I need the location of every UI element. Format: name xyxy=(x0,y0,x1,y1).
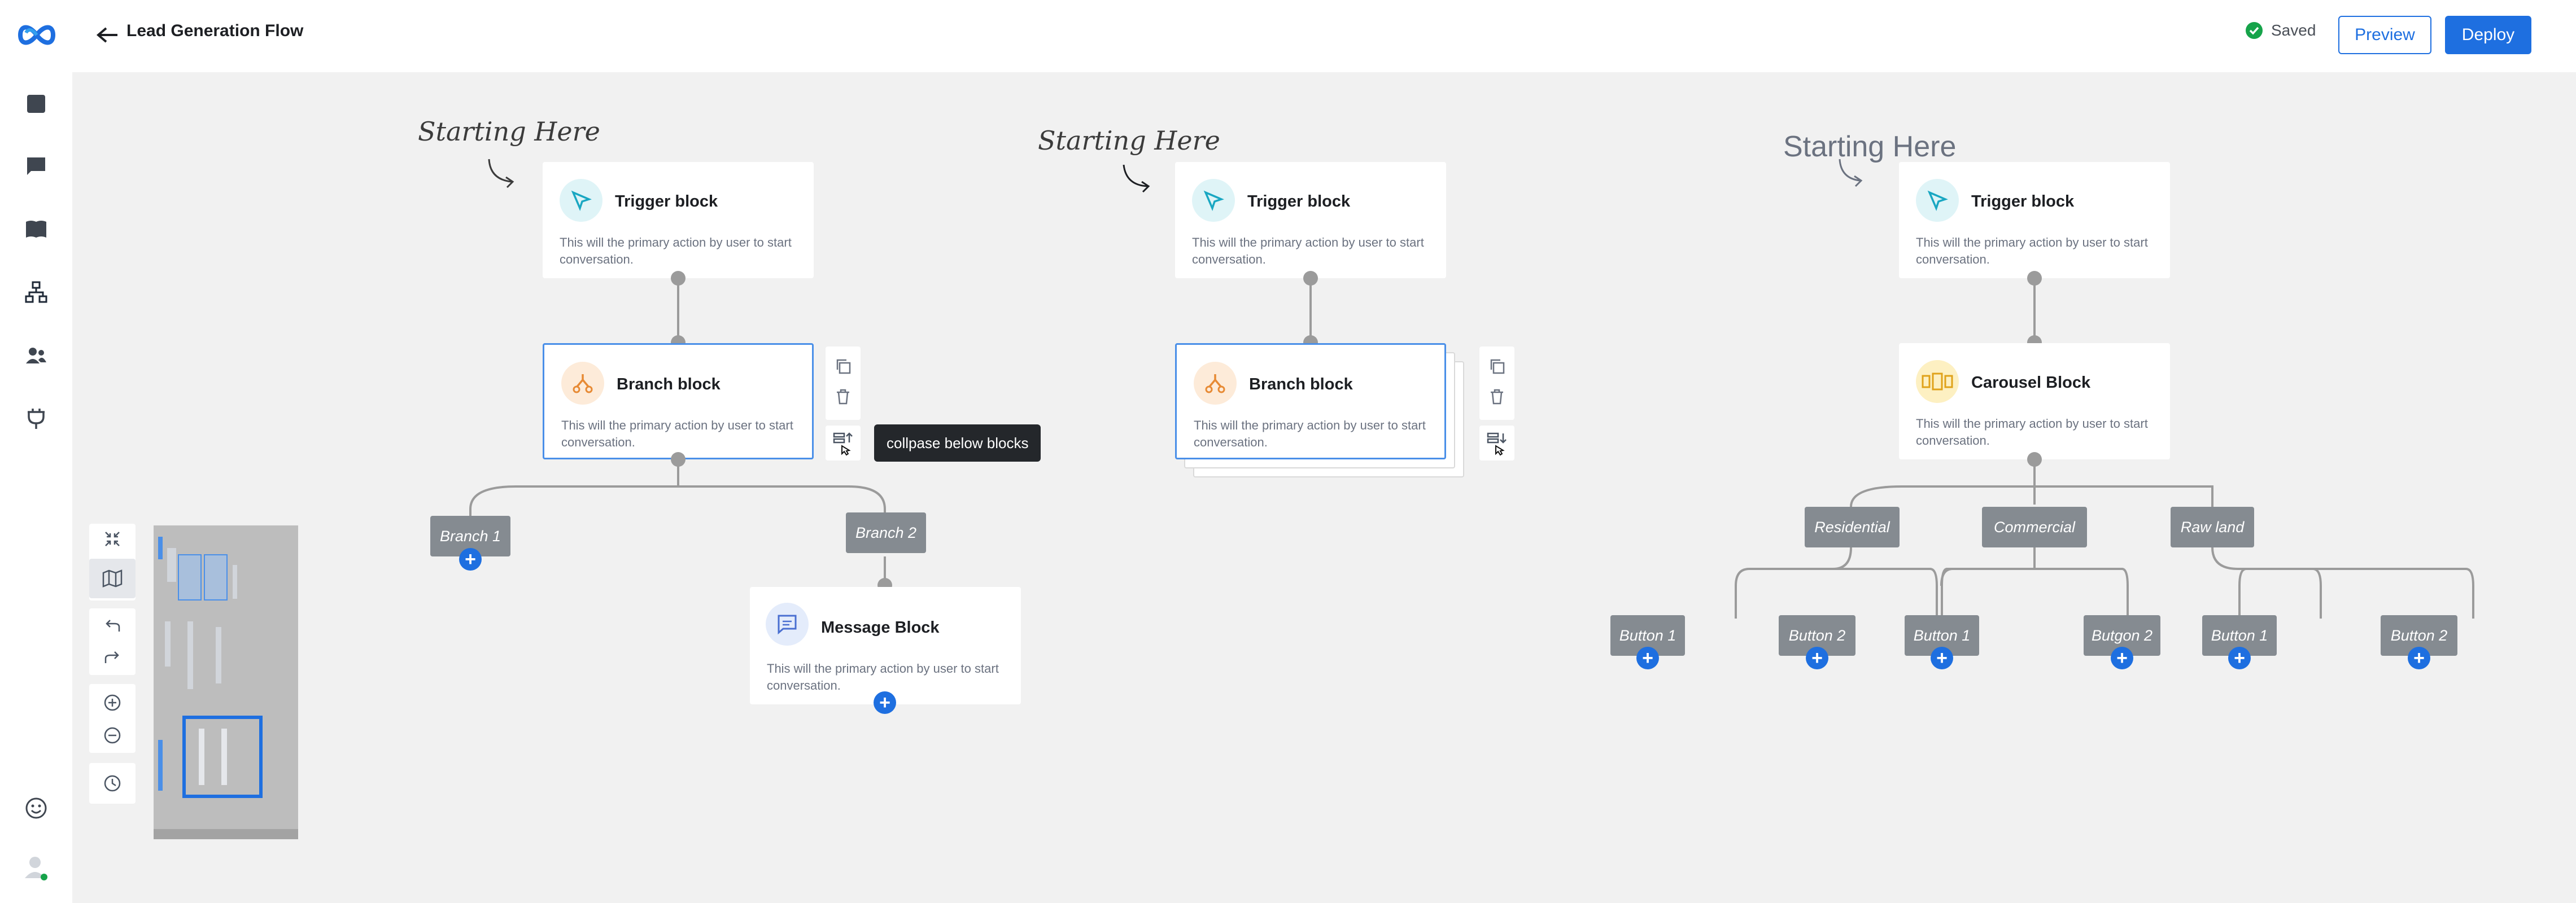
chat-icon[interactable] xyxy=(21,151,51,181)
app-logo[interactable] xyxy=(17,20,56,50)
button-chip[interactable]: Button 1 xyxy=(2202,615,2277,656)
zoom-in-icon[interactable] xyxy=(101,691,124,714)
message-block[interactable]: Message Block This will the primary acti… xyxy=(750,587,1021,704)
add-block-button[interactable]: + xyxy=(874,691,896,714)
annotation-arrow-icon xyxy=(1839,159,1863,187)
avatar[interactable] xyxy=(21,853,51,883)
annotation-starting-here: Starting Here xyxy=(418,116,600,147)
add-block-button[interactable]: + xyxy=(459,548,482,571)
trash-icon[interactable] xyxy=(1485,385,1509,409)
book-icon[interactable] xyxy=(21,214,51,244)
message-icon xyxy=(766,603,809,646)
option-chip[interactable]: Residential xyxy=(1805,507,1900,547)
add-block-button[interactable]: + xyxy=(1636,647,1659,669)
plug-icon[interactable] xyxy=(21,404,51,433)
users-icon[interactable] xyxy=(21,341,51,370)
expand-button[interactable] xyxy=(1479,426,1514,461)
fit-view-icon[interactable] xyxy=(101,527,124,551)
branch-icon xyxy=(1194,362,1237,405)
saved-label: Saved xyxy=(2271,21,2316,39)
flow-canvas[interactable]: Starting Here Trigger block This will th… xyxy=(72,72,2576,903)
emoji-icon[interactable] xyxy=(21,794,51,823)
annotation-starting-here: Starting Here xyxy=(1038,125,1220,156)
block-title: Trigger block xyxy=(615,192,718,211)
branch-chip[interactable]: Branch 2 xyxy=(846,512,926,553)
header: Lead Generation Flow Saved Preview Deplo… xyxy=(72,0,2576,72)
history-controls xyxy=(89,608,136,675)
cursor-icon xyxy=(560,179,602,222)
annotation-arrow-icon xyxy=(488,159,514,189)
trigger-block[interactable]: Trigger block This will the primary acti… xyxy=(1175,162,1446,278)
canvas-controls xyxy=(89,524,136,840)
copy-icon[interactable] xyxy=(1485,354,1509,378)
cursor-icon xyxy=(1916,179,1959,222)
add-block-button[interactable]: + xyxy=(2111,647,2133,669)
saved-status: Saved xyxy=(2245,21,2316,40)
add-block-button[interactable]: + xyxy=(1806,647,1828,669)
back-arrow-icon[interactable] xyxy=(95,24,120,46)
block-title: Trigger block xyxy=(1247,192,1351,211)
check-circle-icon xyxy=(2245,21,2263,40)
minimap-preview xyxy=(154,537,298,839)
redo-icon[interactable] xyxy=(101,646,124,669)
annotation-arrow-icon xyxy=(1123,164,1150,193)
deploy-button[interactable]: Deploy xyxy=(2445,16,2531,54)
carousel-block[interactable]: Carousel Block This will the primary act… xyxy=(1899,343,2170,459)
flow-icon[interactable] xyxy=(21,278,51,307)
annotation-starting-here: Starting Here xyxy=(1783,130,1957,163)
carousel-icon xyxy=(1916,360,1959,403)
connector-lines xyxy=(469,278,2474,619)
zoom-out-icon[interactable] xyxy=(101,724,124,747)
copy-icon[interactable] xyxy=(831,354,855,378)
block-title: Branch block xyxy=(617,375,721,393)
left-rail xyxy=(0,0,72,903)
trigger-block[interactable]: Trigger block This will the primary acti… xyxy=(1899,162,2170,278)
minimap[interactable] xyxy=(154,525,298,839)
connector-dot[interactable] xyxy=(1303,271,1318,286)
preview-button[interactable]: Preview xyxy=(2338,16,2431,54)
branch-block[interactable]: Branch block This will the primary actio… xyxy=(543,343,814,459)
tooltip: collpase below blocks xyxy=(874,424,1041,462)
add-block-button[interactable]: + xyxy=(1931,647,1953,669)
block-tools xyxy=(1479,347,1514,420)
option-chip[interactable]: Commercial xyxy=(1982,507,2087,547)
trigger-block[interactable]: Trigger block This will the primary acti… xyxy=(543,162,814,278)
block-description: This will the primary action by user to … xyxy=(1916,417,2148,448)
branch-block-collapsed[interactable]: Branch block This will the primary actio… xyxy=(1175,343,1446,459)
trash-icon[interactable] xyxy=(831,385,855,409)
connector-dot[interactable] xyxy=(2027,271,2042,286)
button-chip[interactable]: Button 2 xyxy=(2381,615,2457,656)
map-icon[interactable] xyxy=(89,559,136,598)
zoom-controls xyxy=(89,684,136,753)
clock-icon[interactable] xyxy=(101,772,124,795)
page-title: Lead Generation Flow xyxy=(126,21,304,40)
block-title: Trigger block xyxy=(1971,192,2075,211)
block-description: This will the primary action by user to … xyxy=(767,661,999,692)
block-title: Carousel Block xyxy=(1971,374,2091,392)
branch-icon xyxy=(561,362,604,405)
block-description: This will the primary action by user to … xyxy=(1194,418,1426,449)
option-chip[interactable]: Raw land xyxy=(2171,507,2254,547)
block-description: This will the primary action by user to … xyxy=(1192,235,1424,266)
cursor-icon xyxy=(1192,179,1235,222)
undo-icon[interactable] xyxy=(101,614,124,638)
connector-dot[interactable] xyxy=(671,271,686,286)
add-block-button[interactable]: + xyxy=(2228,647,2251,669)
dashboard-icon[interactable] xyxy=(21,89,51,119)
add-block-button[interactable]: + xyxy=(2408,647,2430,669)
connector-dot[interactable] xyxy=(671,452,686,467)
history-panel xyxy=(89,763,136,804)
block-title: Message Block xyxy=(821,619,940,637)
block-title: Branch block xyxy=(1249,375,1353,393)
view-controls xyxy=(89,524,136,600)
collapse-button[interactable] xyxy=(826,426,861,461)
connector-dot[interactable] xyxy=(2027,452,2042,467)
block-description: This will the primary action by user to … xyxy=(561,418,793,449)
block-description: This will the primary action by user to … xyxy=(1916,235,2148,266)
block-description: This will the primary action by user to … xyxy=(560,235,792,266)
block-tools xyxy=(826,347,861,420)
